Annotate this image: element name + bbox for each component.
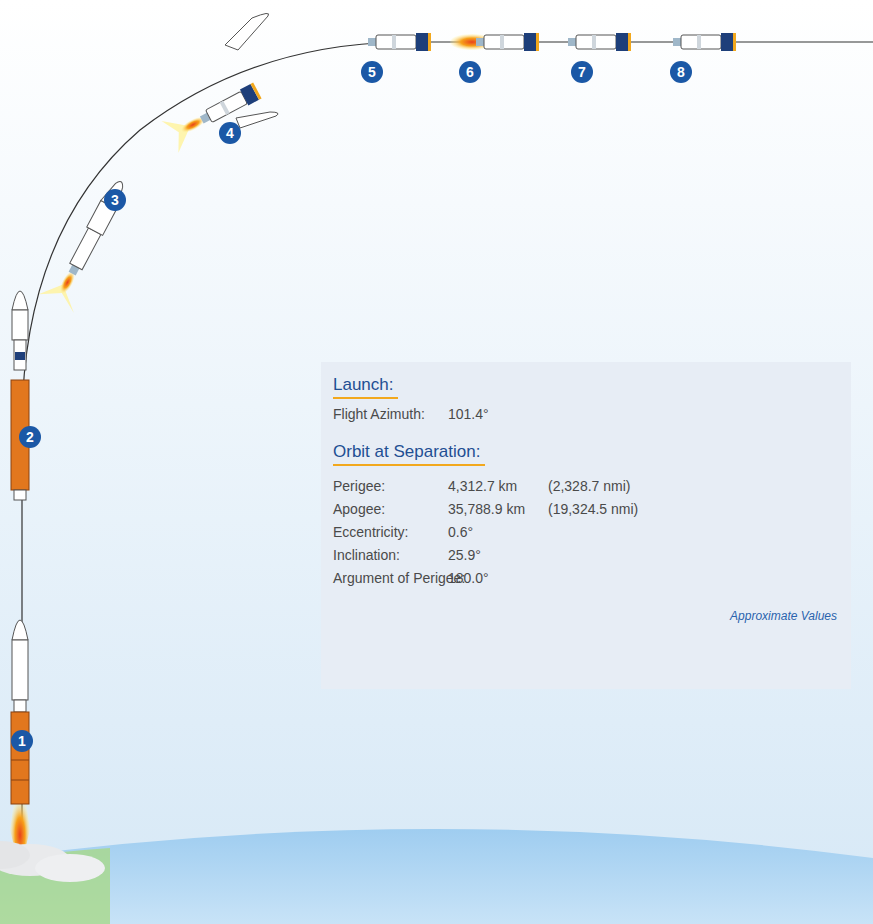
- field-name: Perigee:: [333, 478, 385, 495]
- callout-number: 6: [459, 61, 481, 83]
- field-name: Eccentricity:: [333, 524, 408, 541]
- callout-text: 6: [459, 61, 481, 83]
- field-value: 180.0°: [448, 570, 489, 587]
- callout-text: 8: [670, 61, 692, 83]
- field-name: Apogee:: [333, 501, 385, 518]
- field-name: Flight Azimuth:: [333, 406, 425, 423]
- callout-number: 2: [19, 426, 41, 448]
- field-value: 101.4°: [448, 406, 489, 423]
- section-heading: Orbit at Separation:: [333, 442, 480, 462]
- field-name: Inclination:: [333, 547, 400, 564]
- info-panel: Launch: Flight Azimuth: 101.4° Orbit at Sep…: [321, 362, 851, 689]
- callout-number: 4: [219, 122, 241, 144]
- callout-text: 7: [571, 61, 593, 83]
- heading-underline: [333, 464, 485, 466]
- callout-number: 7: [571, 61, 593, 83]
- heading-underline: [333, 397, 398, 399]
- callout-text: 2: [19, 426, 41, 448]
- callout-number: 5: [361, 61, 383, 83]
- section-heading: Launch:: [333, 375, 394, 395]
- field-value: 25.9°: [448, 547, 481, 564]
- callout-number: 8: [670, 61, 692, 83]
- callout-text: 5: [361, 61, 383, 83]
- callout-text: 4: [219, 122, 241, 144]
- field-value: (19,324.5 nmi): [548, 501, 638, 518]
- field-value: (2,328.7 nmi): [548, 478, 630, 495]
- field-value: 35,788.9 km: [448, 501, 525, 518]
- field-name: Argument of Perigee:: [333, 570, 465, 587]
- callout-number: 3: [104, 189, 126, 211]
- field-value: 4,312.7 km: [448, 478, 517, 495]
- footnote: Approximate Values: [730, 608, 837, 625]
- callout-text: 3: [104, 189, 126, 211]
- callout-number: 1: [11, 730, 33, 752]
- field-value: 0.6°: [448, 524, 473, 541]
- callout-text: 1: [11, 730, 33, 752]
